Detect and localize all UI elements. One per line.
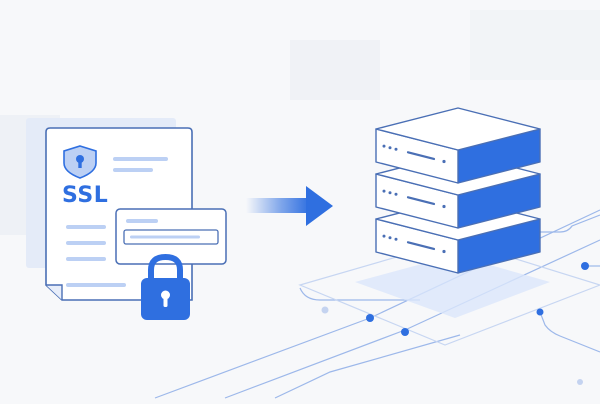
certificate-text-lines [66,157,168,287]
status-light [388,146,392,150]
status-light [382,234,386,238]
status-light [442,204,446,209]
card-field-line [130,235,200,239]
drive-slot [406,151,436,161]
text-line [66,283,126,287]
shield-keyhole-icon [63,145,97,179]
padlock-icon [141,253,190,320]
status-light [388,236,392,240]
network-nodes [321,262,589,385]
drive-slot [406,241,436,251]
bg-tile [290,40,380,100]
network-node [366,314,374,322]
text-line [66,257,106,261]
network-line [299,287,420,301]
page-fold [46,284,63,300]
text-line [113,157,168,161]
server-unit [375,107,541,184]
status-light [394,147,398,151]
status-light [382,144,386,148]
drive-slot [406,196,436,206]
status-light [442,159,446,164]
ssl-certificate: SSL [26,118,227,320]
server-top-panel [375,107,541,151]
status-light [382,189,386,193]
arrow-right-icon [246,186,333,226]
network-node [401,328,409,336]
text-line [113,168,153,172]
text-line [66,225,106,229]
server-shadow [355,255,550,318]
network-node [577,379,583,385]
network-line [224,239,600,399]
text-line [66,241,106,245]
network-node [581,262,589,270]
certificate-card [115,208,227,265]
ssl-label: SSL [62,183,108,208]
status-light [388,191,392,195]
bg-tile [470,10,600,80]
card-line [126,219,158,223]
status-light [442,249,446,254]
network-node [536,308,544,316]
network-line [540,214,600,233]
network-line [274,334,461,399]
server-rack-icon [375,107,541,274]
status-light [394,237,398,241]
status-light [394,192,398,196]
network-line [539,311,600,353]
network-node [321,306,329,314]
